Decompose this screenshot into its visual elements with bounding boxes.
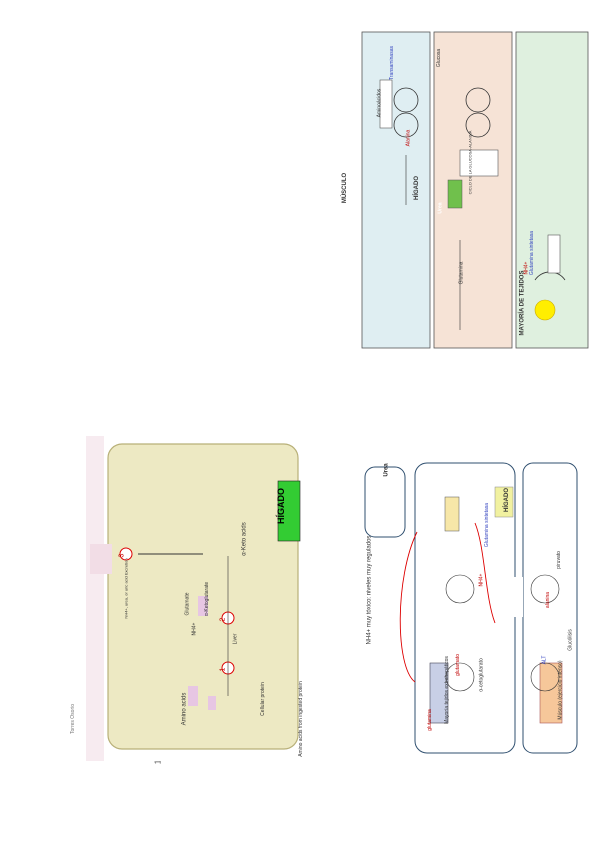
- alanina-label-1: Alanina: [405, 129, 412, 147]
- glucosa-label: Glucosa: [436, 48, 443, 68]
- alt-label: ALT: [541, 655, 548, 665]
- glutamate: Glutamate: [184, 592, 191, 616]
- ketoglutarate: α-Ketoglutarate: [204, 581, 211, 617]
- liver-diagram: HÍGADO Amino acids from ingested protein…: [70, 436, 340, 761]
- tejidos-title: MAYORÍA DE TEJIDOS: [519, 270, 526, 336]
- liver-nh4: NH4+: [191, 622, 198, 636]
- extrahepatic-box: Mayoría tejidos extrahepáticos: [443, 656, 450, 724]
- nh4-label: NH4+: [523, 261, 530, 275]
- liver-word: Liver: [232, 633, 239, 645]
- amino-acid-transport-panel: MÚSCULO HÍGADO MAYORÍA DE TEJIDOS Aminoá…: [342, 30, 590, 350]
- transport-diagram: [361, 31, 589, 349]
- section-tejidos: [515, 31, 589, 349]
- liver-subtitle: Amino acids from ingested protein: [297, 681, 304, 757]
- higado-label: HÍGADO: [504, 488, 510, 512]
- alanina-bottom: alanina: [545, 591, 552, 609]
- alfa-kg-bottom: α-cetoglutarato: [478, 658, 485, 692]
- musculo-title: MÚSCULO: [342, 172, 349, 204]
- bottom-header: NH4+ muy tóxico: niveles muy regulados: [366, 535, 373, 645]
- higado-title: HÍGADO: [414, 176, 420, 200]
- liver-title: HÍGADO: [276, 488, 286, 524]
- urea-label-bottom: Urea: [383, 463, 390, 477]
- glucolisis-label: Glucólisis: [567, 629, 574, 651]
- amino-acids: Amino acids: [181, 692, 188, 726]
- muscle-box: Músculo (ejercicio intenso): [557, 660, 564, 720]
- section-higado: [433, 31, 513, 349]
- glutamina-sintetasa-label: Glutamina sintetasa: [529, 230, 536, 276]
- nh4-bottom: NH4+: [478, 573, 485, 587]
- transaminasas-label: Transaminasas: [389, 46, 395, 80]
- aminoacidos-label: Aminoácidos: [376, 88, 383, 118]
- ammonia-transport-diagram: NH4+ muy tóxico: niveles muy regulados M…: [355, 437, 585, 763]
- glutamina-label: Glutamina: [458, 261, 465, 285]
- liver-figure: [78, 436, 340, 761]
- keto-acids: α-Keto acids: [241, 522, 248, 556]
- urea-label: Urea: [437, 202, 444, 214]
- piruvato-bottom: piruvato: [555, 551, 562, 569]
- section-musculo: [361, 31, 431, 349]
- liver-credit: Torres Osorio: [70, 703, 77, 735]
- cellular-protein: Cellular protein: [259, 682, 266, 716]
- step-3: 3: [118, 553, 126, 558]
- glutamina-bottom: glutamina: [426, 709, 433, 731]
- step-1: 1: [219, 667, 227, 672]
- liver-output: NH4+, urea, or uric acid Excretion: [123, 558, 129, 619]
- glutamato-bottom: glutamato: [454, 654, 461, 676]
- ciclo-label: CICLO DE LA GLUCOSA-ALANINA: [467, 130, 473, 195]
- glutamina-sintetasa-bottom: Glutamina sintetasa: [484, 502, 491, 548]
- step-2: 2: [219, 617, 227, 622]
- ammonia-figure: [355, 437, 585, 763]
